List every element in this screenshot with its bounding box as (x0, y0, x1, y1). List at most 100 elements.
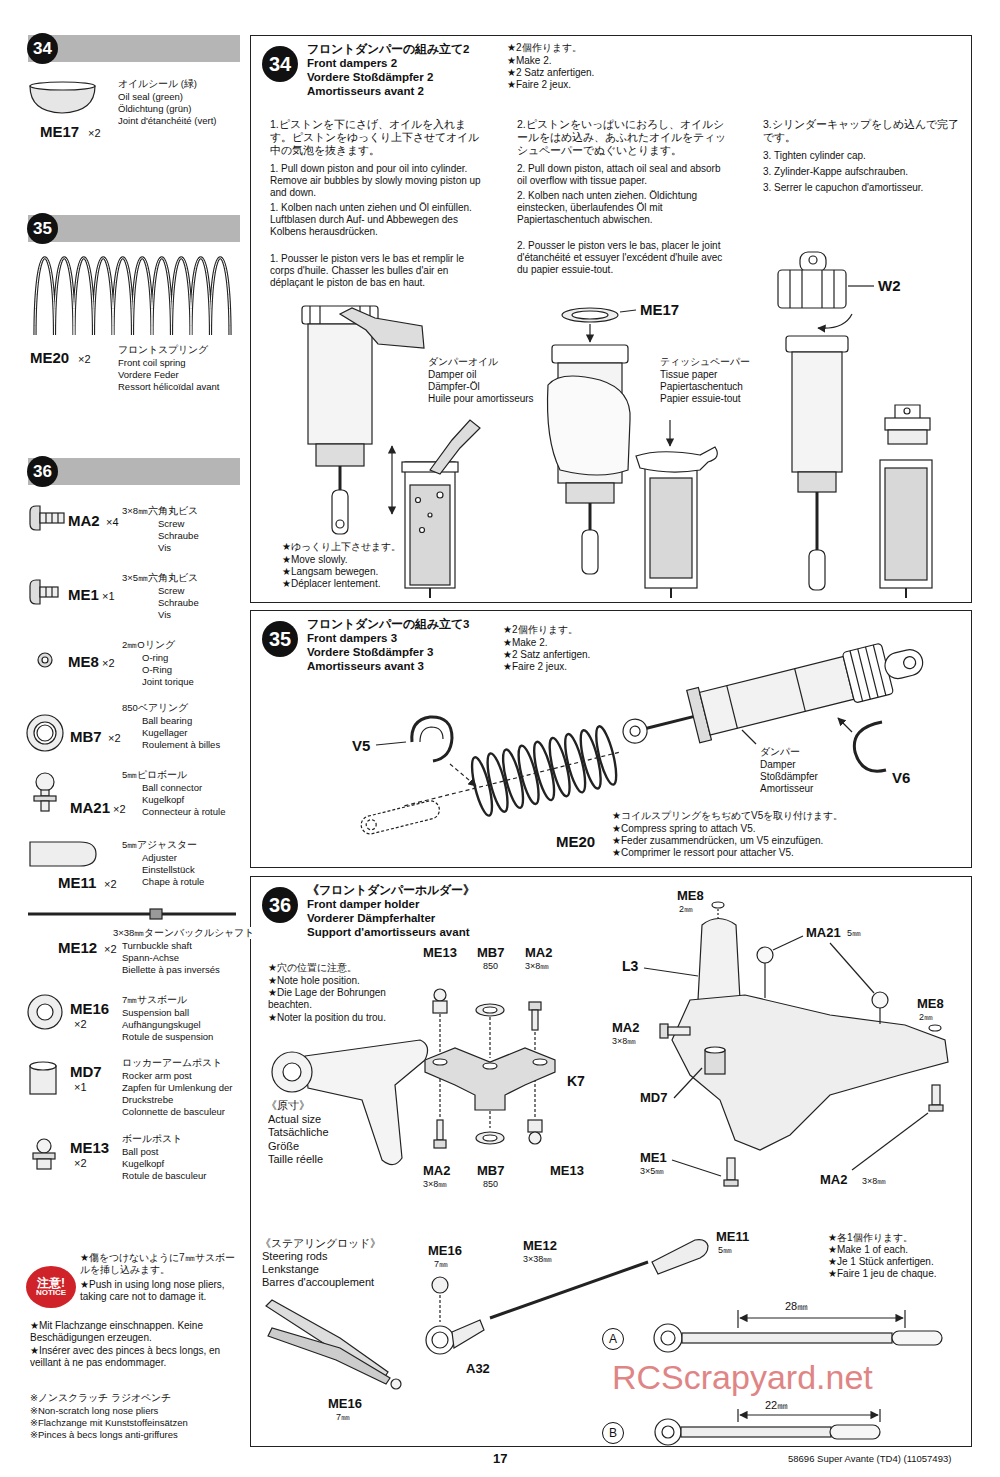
note-text: 3×8㎜ (423, 1179, 447, 1190)
note-text: Screw (158, 585, 184, 597)
part-code: MA2 (423, 1163, 450, 1179)
part-code: MA2 (68, 511, 100, 530)
note-text: 5㎜アジャスター (122, 839, 197, 851)
node-text: 36 (33, 462, 52, 482)
note-text: ★Mit Flachzange einschnappen. Keine Besc… (30, 1320, 244, 1344)
note-text: ★2個作ります。 (507, 42, 582, 54)
note-text: Joint d'étanchéité (vert) (118, 115, 216, 127)
note-text: Suspension ball (122, 1007, 189, 1019)
part-code: ME8 (917, 996, 944, 1012)
note-text: 2㎜ (679, 904, 693, 915)
node-text: 34 (33, 39, 52, 59)
step-number: 35 (27, 213, 58, 244)
part-code: V6 (892, 768, 910, 787)
note-text: 2. Pull down piston, attach oil seal and… (517, 163, 727, 187)
note-text: ★傷をつけないように7㎜サスボールを挿し込みます。 (80, 1252, 242, 1276)
note-text: 1.ピストンを下にさげ、オイルを入れます。ピストンをゆっくり上下させてオイル中の… (270, 118, 482, 157)
node-text: Amortisseurs avant 3 (307, 659, 424, 673)
note-text: 3×8㎜ (862, 1176, 886, 1187)
note-text: ★Langsam bewegen. (282, 566, 378, 578)
note-text: 850ベアリング (122, 702, 188, 714)
note-text: ★Note hole position. (268, 975, 360, 987)
note-text: ※Flachzange mit Kunststoffeinsätzen (30, 1417, 188, 1429)
note-text: ★Noter la position du trou. (268, 1012, 386, 1024)
note-text: Screw (158, 518, 184, 530)
note-text: Front coil spring (118, 357, 186, 369)
part-code: MD7 (640, 1090, 667, 1106)
note-text: 5㎜ (847, 928, 861, 939)
note-text: ダンパー (760, 746, 800, 758)
note-text: ※Pinces à becs longs anti-griffures (30, 1429, 178, 1441)
note-text: 7㎜ (336, 1412, 350, 1423)
node-text: NOTICE (36, 1289, 66, 1297)
note-text: Vis (158, 609, 171, 621)
part-code: ME12 (58, 938, 97, 957)
note-text: 1. Pull down piston and pour oil into cy… (270, 163, 482, 199)
note-text: ★Insérer avec des pinces à becs longs, e… (30, 1345, 244, 1369)
node-text: Vordere Stoßdämpfer 2 (307, 70, 433, 84)
note-text: ★コイルスプリングをちぢめてV5を取り付けます。 (612, 810, 843, 822)
note-text: Stoßdämpfer (760, 771, 818, 783)
node-text: 36 (269, 894, 291, 917)
note-text: Kugellager (142, 727, 187, 739)
node-text: 34 (269, 53, 291, 76)
note-text: 2. Pousser le piston vers le bas, placer… (517, 240, 727, 276)
node-text: Support d'amortisseurs avant (307, 925, 470, 939)
note-text: 3.シリンダーキャップをしめ込んで完了です。 (763, 118, 963, 144)
note-text: ★Make 2. (507, 55, 552, 67)
part-code: MD7 (70, 1062, 102, 1081)
node-text: B (609, 1426, 617, 1440)
part-code: MB7 (70, 727, 102, 746)
part-code: A32 (466, 1361, 490, 1377)
note-text: ダンパーオイル (428, 356, 498, 368)
variant-circle: A (602, 1328, 624, 1350)
note-text: Barres d'accouplement (262, 1275, 374, 1289)
note-text: Actual size (268, 1112, 321, 1126)
note-text: Lenkstange (262, 1262, 319, 1276)
note-text: Tatsächliche Größe (268, 1125, 344, 1153)
note-text: Aufhängungskugel (122, 1019, 201, 1031)
note-text: Turnbuckle shaft (122, 940, 192, 952)
note-text: 2㎜Oリング (122, 639, 175, 651)
note-text: ★Faire 2 jeux. (507, 79, 571, 91)
note-text: Joint torique (142, 676, 194, 688)
part-code: ME1 (68, 585, 99, 604)
part-code: MA2 (612, 1020, 639, 1036)
step-number: 36 (27, 456, 58, 487)
node-text: 35 (269, 628, 291, 651)
note-text: ★2個作ります。 (503, 624, 578, 636)
note-text: ★Déplacer lentement. (282, 578, 380, 590)
note-text: Schraube (158, 597, 199, 609)
note-text: ※Non-scratch long nose pliers (30, 1405, 158, 1417)
part-code: ME11 (58, 873, 96, 892)
part-code: ME13 (70, 1138, 109, 1157)
note-text: Kugelkopf (122, 1158, 164, 1170)
part-code: ME20 (30, 348, 69, 367)
note-text: Damper oil (428, 369, 476, 381)
note-text: ★2 Satz anfertigen. (503, 649, 590, 661)
note-text: Huile pour amortisseurs (428, 393, 534, 405)
node-text: フロントダンパーの組み立て2 (307, 42, 469, 56)
note-text: 850 (483, 961, 498, 972)
node-text: Front damper holder (307, 897, 419, 911)
note-text: 5㎜ピロボール (122, 769, 187, 781)
node-text: Vordere Stoßdämpfer 3 (307, 645, 433, 659)
node-text: Amortisseurs avant 2 (307, 84, 424, 98)
part-code: ME16 (428, 1243, 462, 1259)
part-code: ME17 (40, 122, 79, 141)
note-text: O-ring (142, 652, 168, 664)
step-bar (28, 35, 240, 485)
note-text: 3×38㎜ (523, 1254, 552, 1265)
note-text: 3×5㎜六角丸ビス (122, 572, 198, 584)
note-text: ★Make 2. (503, 637, 548, 649)
note-text: 《原寸》 (266, 1098, 310, 1112)
note-text: ×2 (74, 1156, 87, 1170)
note-text: ティッシュペーパー (660, 356, 750, 368)
note-text: Amortisseur (760, 783, 813, 795)
damper-spring-illustration (359, 633, 928, 836)
part-code: ME11 (716, 1229, 749, 1245)
note-text: Zapfen für Umlenkung der Druckstrebe (122, 1082, 240, 1106)
note-text: ★Compress spring to attach V5. (612, 823, 755, 835)
note-text: ★Make 1 of each. (828, 1244, 908, 1256)
part-code: ME12 (523, 1238, 557, 1254)
